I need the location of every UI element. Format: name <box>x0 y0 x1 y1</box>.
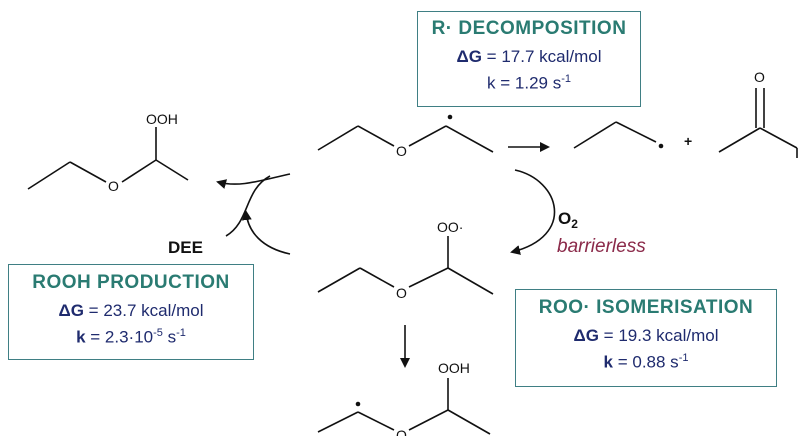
molecule-roo-radical <box>317 236 494 295</box>
label-o-peroxy: O <box>396 285 407 301</box>
label-ooh-bottom: OOH <box>438 360 470 376</box>
box-r-decomposition: R· DECOMPOSITION ΔG = 17.7 kcal/mol k = … <box>417 11 641 107</box>
molecule-qooh <box>317 378 491 435</box>
molecule-acetaldehyde <box>718 88 798 158</box>
box-dg-roo-isomerisation: ΔG = 19.3 kcal/mol <box>573 326 719 345</box>
box-title-roo-isomerisation: ROO· ISOMERISATION <box>538 297 754 318</box>
plus-sign: + <box>684 133 692 149</box>
arrow-cycle-upper <box>216 173 291 189</box>
label-oo-radical: OO· <box>437 219 463 235</box>
reagent-o2: O2 <box>558 209 578 231</box>
label-dee: DEE <box>168 238 203 257</box>
box-rooh-production: ROOH PRODUCTION ΔG = 23.7 kcal/mol k = 2… <box>8 264 254 360</box>
box-k-r-decomposition: k = 1.29 s-1 <box>487 73 571 93</box>
radical-dot-ethyl <box>658 143 664 149</box>
box-title-r-decomposition: R· DECOMPOSITION <box>431 18 627 39</box>
label-o-left: O <box>108 178 119 194</box>
label-o-carbonyl: O <box>754 69 765 85</box>
box-k-rooh-production: k = 2.3·10-5 s-1 <box>76 327 186 347</box>
label-o-radical: O <box>396 143 407 159</box>
arrow-cycle-lower <box>241 210 291 255</box>
molecule-r-radical <box>317 125 494 153</box>
condition-barrierless: barrierless <box>557 236 646 257</box>
molecule-ethyl-radical <box>573 121 657 149</box>
arrow-cycle-bend <box>225 175 271 237</box>
box-dg-r-decomposition: ΔG = 17.7 kcal/mol <box>456 47 602 66</box>
box-roo-isomerisation: ROO· ISOMERISATION ΔG = 19.3 kcal/mol k … <box>515 289 777 387</box>
box-title-rooh-production: ROOH PRODUCTION <box>32 272 230 293</box>
molecule-rooh-left <box>27 127 189 190</box>
arrow-o2-addition <box>510 169 556 255</box>
label-o-bottom: O <box>396 427 407 436</box>
radical-dot-bottom <box>355 401 361 407</box>
box-dg-rooh-production: ΔG = 23.7 kcal/mol <box>58 301 204 320</box>
radical-dot-top <box>447 114 453 120</box>
label-ooh-top: OOH <box>146 111 178 127</box>
box-k-roo-isomerisation: k = 0.88 s-1 <box>603 352 689 372</box>
